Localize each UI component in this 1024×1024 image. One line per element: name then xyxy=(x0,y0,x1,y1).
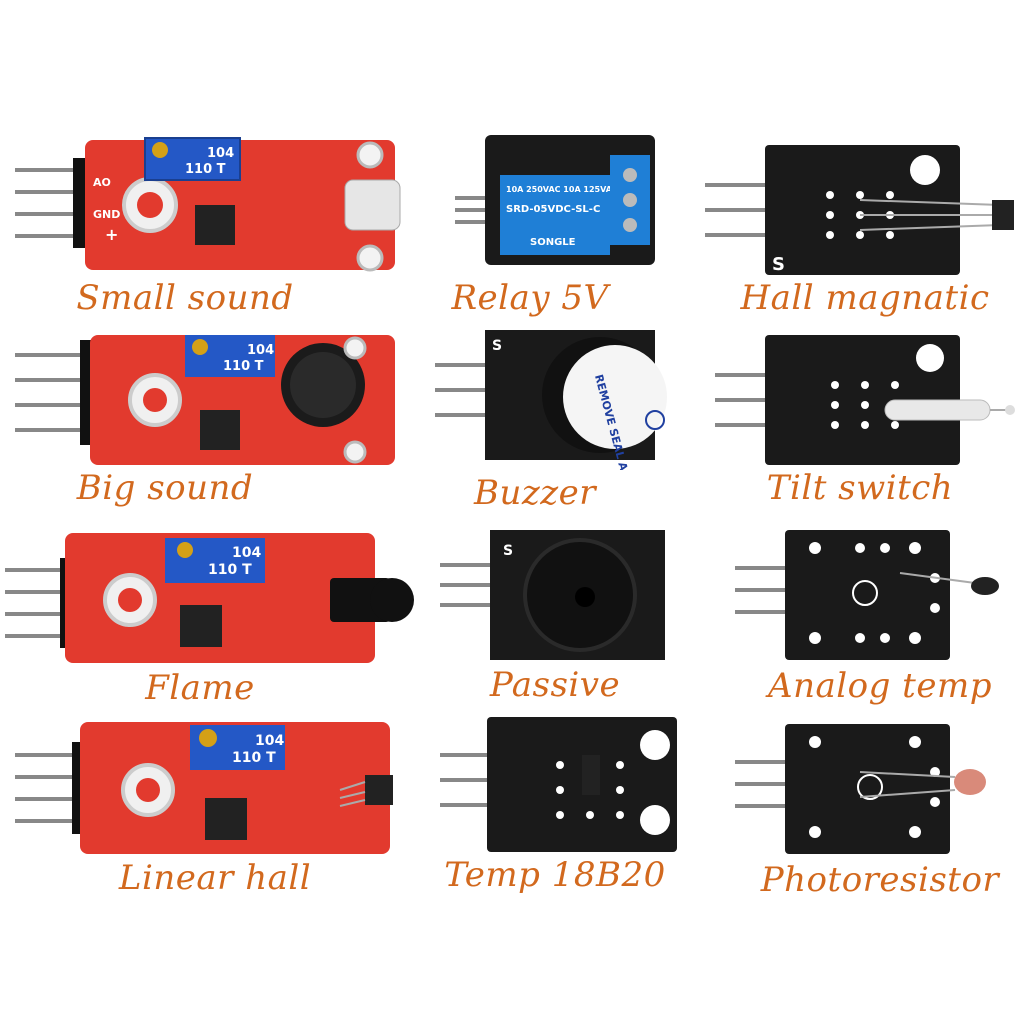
svg-text:GND: GND xyxy=(93,208,120,221)
linear-hall-board: 104 110 T xyxy=(15,722,393,854)
relay-board: 10A 250VAC 10A 125VAC SRD-05VDC-SL-C SON… xyxy=(455,135,655,265)
passive-buzzer-board: S xyxy=(440,530,665,660)
caption-big-sound: Big sound xyxy=(76,468,254,508)
buzzer-board: REMOVE SEAL AFTER WASHING S xyxy=(435,330,667,470)
svg-text:S: S xyxy=(503,543,513,559)
module-flame: 104 110 T Flame xyxy=(0,530,414,780)
svg-text:104: 104 xyxy=(255,733,284,749)
module-analog-temp: Analog temp xyxy=(730,528,1024,778)
svg-text:110 T: 110 T xyxy=(208,562,252,578)
module-relay-5v: 10A 250VAC 10A 125VAC SRD-05VDC-SL-C SON… xyxy=(440,130,760,380)
module-small-sound: 104 110 T AO GND + Small sound xyxy=(5,130,401,380)
caption-temp-18b20: Temp 18B20 xyxy=(444,855,666,895)
relay-rating: 10A 250VAC 10A 125VAC xyxy=(506,185,618,194)
tilt-board xyxy=(715,335,1015,465)
hall-board: S xyxy=(705,145,1014,275)
svg-text:110 T: 110 T xyxy=(232,750,276,766)
module-buzzer: REMOVE SEAL AFTER WASHING S Buzzer xyxy=(430,325,750,575)
caption-passive: Passive xyxy=(489,665,621,705)
caption-flame: Flame xyxy=(145,668,255,708)
small-sound-board: 104 110 T AO GND + xyxy=(15,137,401,272)
big-sound-board: 104 110 T xyxy=(15,335,395,465)
relay-brand: SONGLE xyxy=(530,237,576,248)
pot-label-top: 104 xyxy=(207,146,234,161)
svg-text:104: 104 xyxy=(232,545,261,561)
caption-photoresistor: Photoresistor xyxy=(760,860,1000,900)
module-passive: S Passive xyxy=(435,525,755,775)
module-tilt-switch: Tilt switch xyxy=(705,330,1024,580)
thermistor-board xyxy=(735,530,999,660)
caption-small-sound: Small sound xyxy=(76,278,294,318)
module-big-sound: 104 110 T Big sound xyxy=(5,330,395,580)
svg-text:AO: AO xyxy=(93,176,111,189)
ds18b20-board xyxy=(440,717,677,852)
pot-label-bottom: 110 T xyxy=(185,162,226,177)
svg-text:S: S xyxy=(772,254,785,275)
caption-linear-hall: Linear hall xyxy=(118,858,312,898)
module-photoresistor: Photoresistor xyxy=(730,722,1024,972)
module-temp-18b20: Temp 18B20 xyxy=(435,715,755,965)
flame-board: 104 110 T xyxy=(5,533,414,663)
svg-text:110 T: 110 T xyxy=(223,359,264,374)
module-linear-hall: 104 110 T Linear hall xyxy=(10,720,393,970)
ldr-board xyxy=(735,724,986,854)
caption-hall-magnatic: Hall magnatic xyxy=(740,278,990,318)
relay-model: SRD-05VDC-SL-C xyxy=(506,204,600,215)
svg-text:S: S xyxy=(492,338,502,354)
caption-buzzer: Buzzer xyxy=(473,473,597,513)
svg-text:+: + xyxy=(105,225,118,244)
module-hall-magnatic: S Hall magnatic xyxy=(700,140,1020,390)
caption-analog-temp: Analog temp xyxy=(768,666,992,706)
caption-relay-5v: Relay 5V xyxy=(451,278,609,318)
svg-text:104: 104 xyxy=(247,343,274,358)
caption-tilt-switch: Tilt switch xyxy=(766,468,954,508)
